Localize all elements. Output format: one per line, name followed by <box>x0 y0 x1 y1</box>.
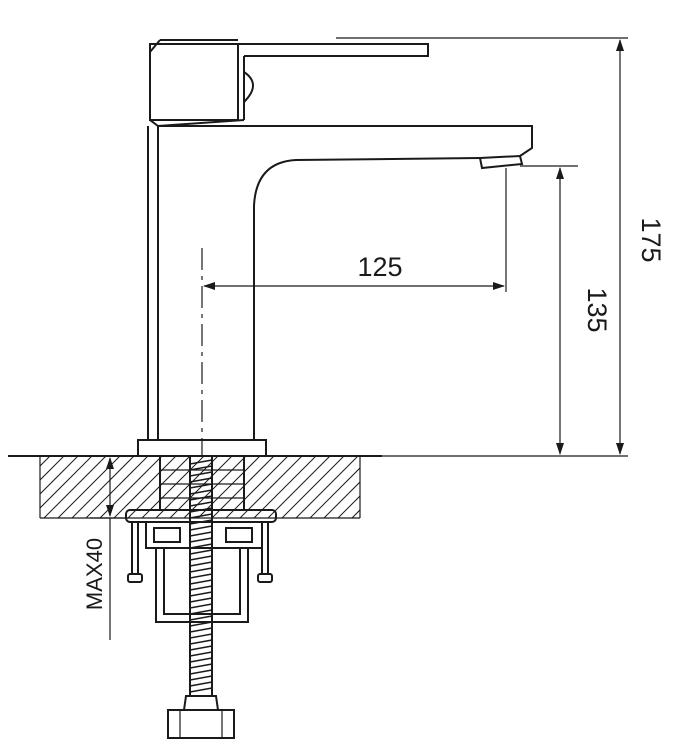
thread-line <box>189 669 213 675</box>
hatch-line <box>113 456 177 518</box>
thread-line <box>189 585 213 591</box>
thread-line <box>189 627 213 633</box>
thread-line <box>189 609 213 615</box>
thread-line <box>189 531 213 537</box>
rod-threads <box>189 459 213 693</box>
countertop <box>0 455 470 519</box>
thread-line <box>189 513 213 519</box>
hatch-line <box>85 456 149 518</box>
thread-line <box>189 555 213 561</box>
hatch-line <box>281 456 345 518</box>
thread-line <box>189 501 213 507</box>
hatch-line <box>40 456 93 509</box>
hatch-line <box>323 481 360 518</box>
counter-hatching <box>0 456 470 518</box>
mounting-hardware <box>125 455 277 739</box>
thread-line <box>189 519 213 525</box>
hatch-line <box>197 456 261 518</box>
thread-line <box>189 657 213 663</box>
thread-line <box>189 573 213 579</box>
hatch-line <box>351 509 360 518</box>
thread-line <box>189 579 213 585</box>
thread-line <box>189 597 213 603</box>
hatch-line <box>253 456 317 518</box>
dim-label-max40: MAX40 <box>82 538 107 610</box>
hatch-line <box>309 467 360 518</box>
hose-neck <box>182 695 220 711</box>
thread-line <box>189 603 213 609</box>
thread-line <box>189 543 213 549</box>
stud-right-nut <box>257 573 273 583</box>
hatch-line <box>380 456 442 518</box>
thread-line <box>189 483 213 489</box>
handle-chamfer <box>149 39 161 53</box>
thread-line <box>189 537 213 543</box>
thread-line <box>189 507 213 513</box>
aerator <box>478 154 524 170</box>
dimension-spout-height: 135 <box>520 165 612 455</box>
lower-body <box>155 548 249 623</box>
thread-line <box>189 549 213 555</box>
bracket-lug-right <box>225 527 253 543</box>
hatch-line <box>183 456 247 518</box>
thread-line <box>189 477 213 483</box>
thread-line <box>189 567 213 573</box>
hatch-line <box>337 495 360 518</box>
thread-line <box>189 687 213 693</box>
spout-underside <box>253 157 481 440</box>
hatch-line <box>99 456 163 518</box>
thread-line <box>189 651 213 657</box>
hatch-line <box>40 456 79 495</box>
spout-top <box>158 125 533 157</box>
thread-line <box>189 663 213 669</box>
thread-line <box>189 591 213 597</box>
thread-line <box>189 681 213 687</box>
thread-line <box>189 471 213 477</box>
thread-line <box>189 459 213 465</box>
hatch-line <box>394 456 456 518</box>
dimension-spout-reach: 125 <box>203 168 507 292</box>
hatch-line <box>239 456 303 518</box>
dimension-max-thickness: MAX40 <box>82 457 128 640</box>
thread-line <box>189 615 213 621</box>
thread-line <box>189 525 213 531</box>
lever-pivot <box>243 71 254 103</box>
hatch-line <box>267 456 331 518</box>
hatch-line <box>0 456 36 518</box>
hatch-line <box>43 456 107 518</box>
hose-connector <box>167 709 235 739</box>
thread-line <box>189 645 213 651</box>
thread-line <box>189 675 213 681</box>
thread-line <box>189 639 213 645</box>
lever-arm <box>238 43 429 57</box>
hatch-line <box>40 456 65 481</box>
hatch-line <box>225 456 289 518</box>
bracket-lug-left <box>153 527 181 543</box>
thread-line <box>189 633 213 639</box>
dim-label-175: 175 <box>636 217 666 262</box>
hatch-line <box>295 456 359 518</box>
hatch-line <box>0 456 22 518</box>
hatch-line <box>71 456 135 518</box>
hatch-line <box>366 456 428 518</box>
hatch-line <box>40 456 51 467</box>
faucet-body <box>137 39 533 457</box>
hatch-line <box>169 456 233 518</box>
thread-line <box>189 561 213 567</box>
hatch-line <box>57 456 121 518</box>
hatch-line <box>141 456 205 518</box>
thread-line <box>189 465 213 471</box>
bracket <box>145 522 263 549</box>
handle-block <box>149 43 239 121</box>
dim-label-135: 135 <box>582 287 612 332</box>
hatch-line <box>408 456 470 518</box>
thread-line <box>189 495 213 501</box>
thread-line <box>189 489 213 495</box>
dim-label-125: 125 <box>357 252 402 282</box>
dimension-overall-height: 175 <box>336 37 666 457</box>
thread-line <box>189 621 213 627</box>
lower-body-inner <box>163 548 241 615</box>
stud-left-nut <box>127 573 143 583</box>
